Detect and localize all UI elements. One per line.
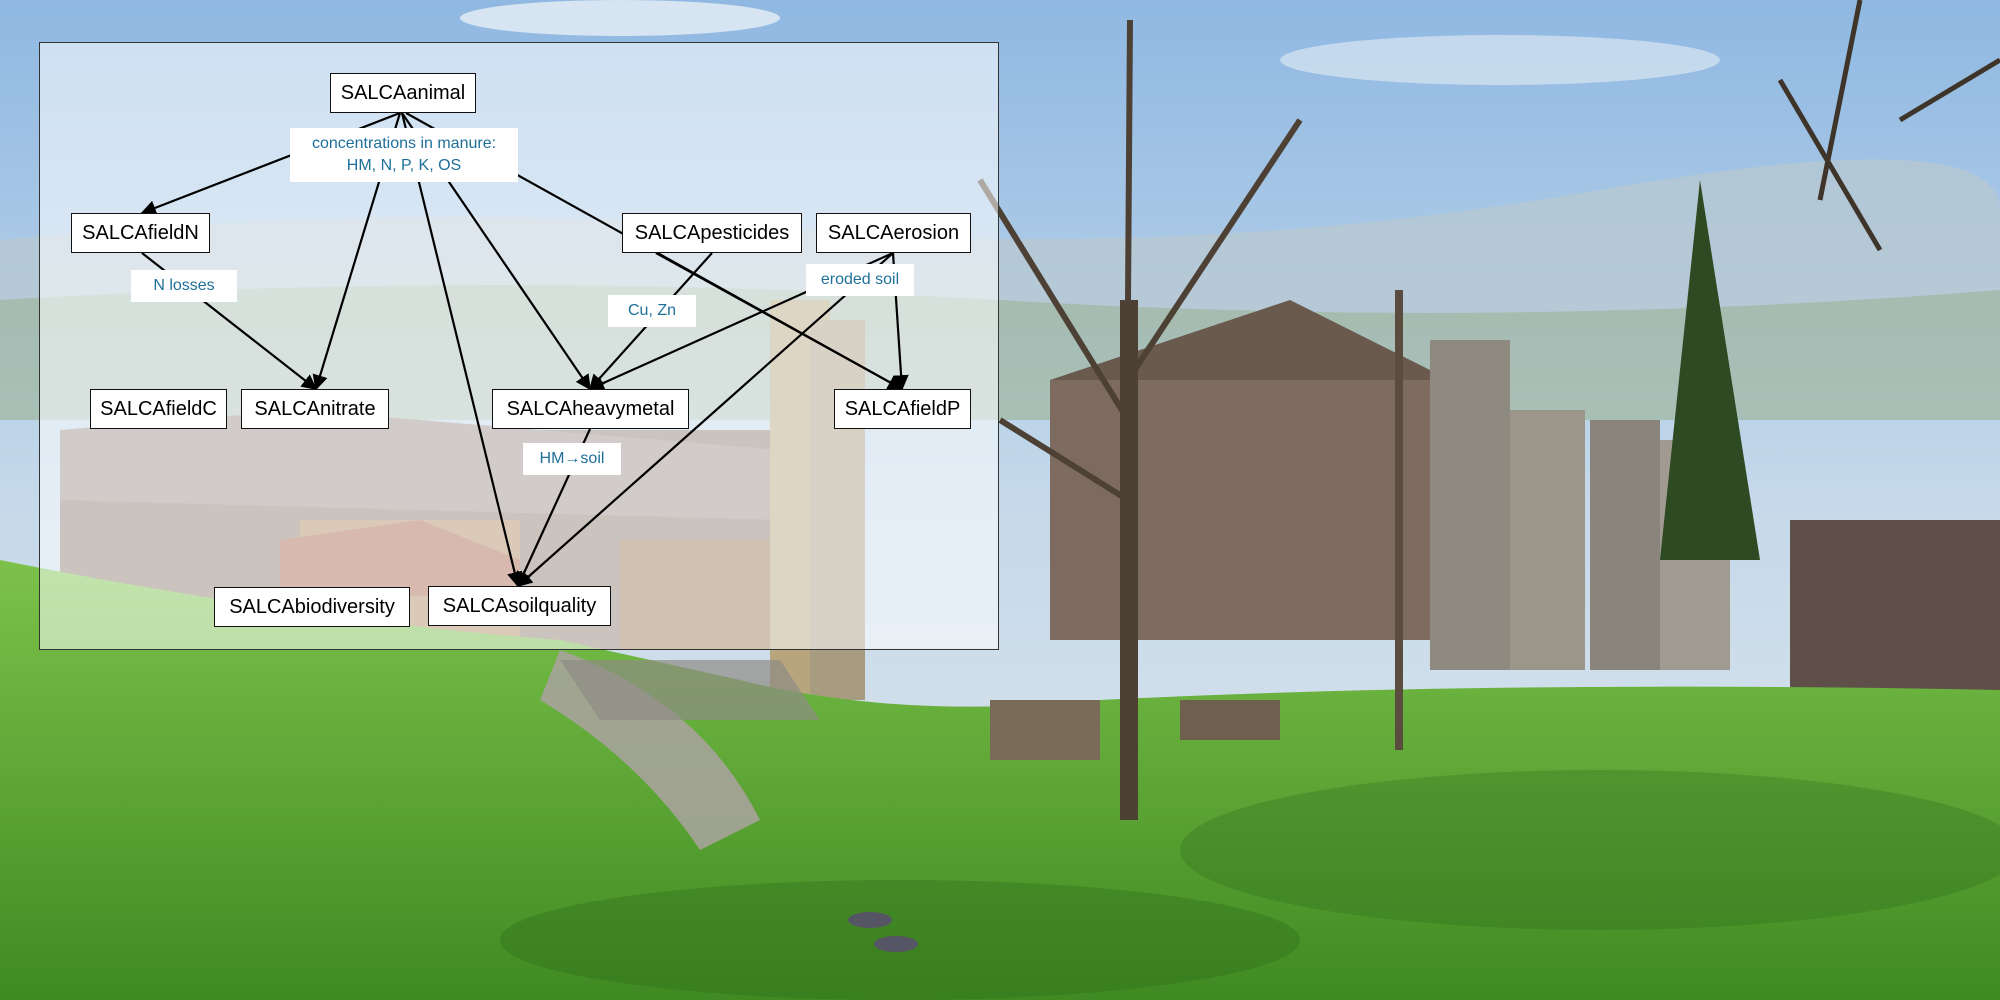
- edge-label-n-losses: N losses: [131, 270, 237, 302]
- node-salca-biodiversity: SALCAbiodiversity: [214, 587, 410, 627]
- node-salca-field-c: SALCAfieldC: [90, 389, 227, 429]
- edge-label-hm-soil: HM→soil: [523, 443, 621, 475]
- edge-label-manure-line2: HM, N, P, K, OS: [346, 157, 462, 174]
- edge-label-manure-concentrations: concentrations in manure: HM, N, P, K, O…: [290, 128, 518, 182]
- node-salca-animal: SALCAanimal: [330, 73, 476, 113]
- node-salca-heavymetal: SALCAheavymetal: [492, 389, 689, 429]
- edge-label-eroded-soil: eroded soil: [806, 264, 914, 296]
- edge-label-manure-line1: concentrations in manure:: [311, 135, 497, 152]
- node-salca-nitrate: SALCAnitrate: [241, 389, 389, 429]
- edge-label-cu-zn: Cu, Zn: [608, 295, 696, 327]
- node-salca-soilquality: SALCAsoilquality: [428, 586, 611, 626]
- node-salca-pesticides: SALCApesticides: [622, 213, 802, 253]
- node-salca-field-n: SALCAfieldN: [71, 213, 210, 253]
- node-salca-erosion: SALCAerosion: [816, 213, 971, 253]
- diagram-panel: [39, 42, 999, 650]
- node-salca-field-p: SALCAfieldP: [834, 389, 971, 429]
